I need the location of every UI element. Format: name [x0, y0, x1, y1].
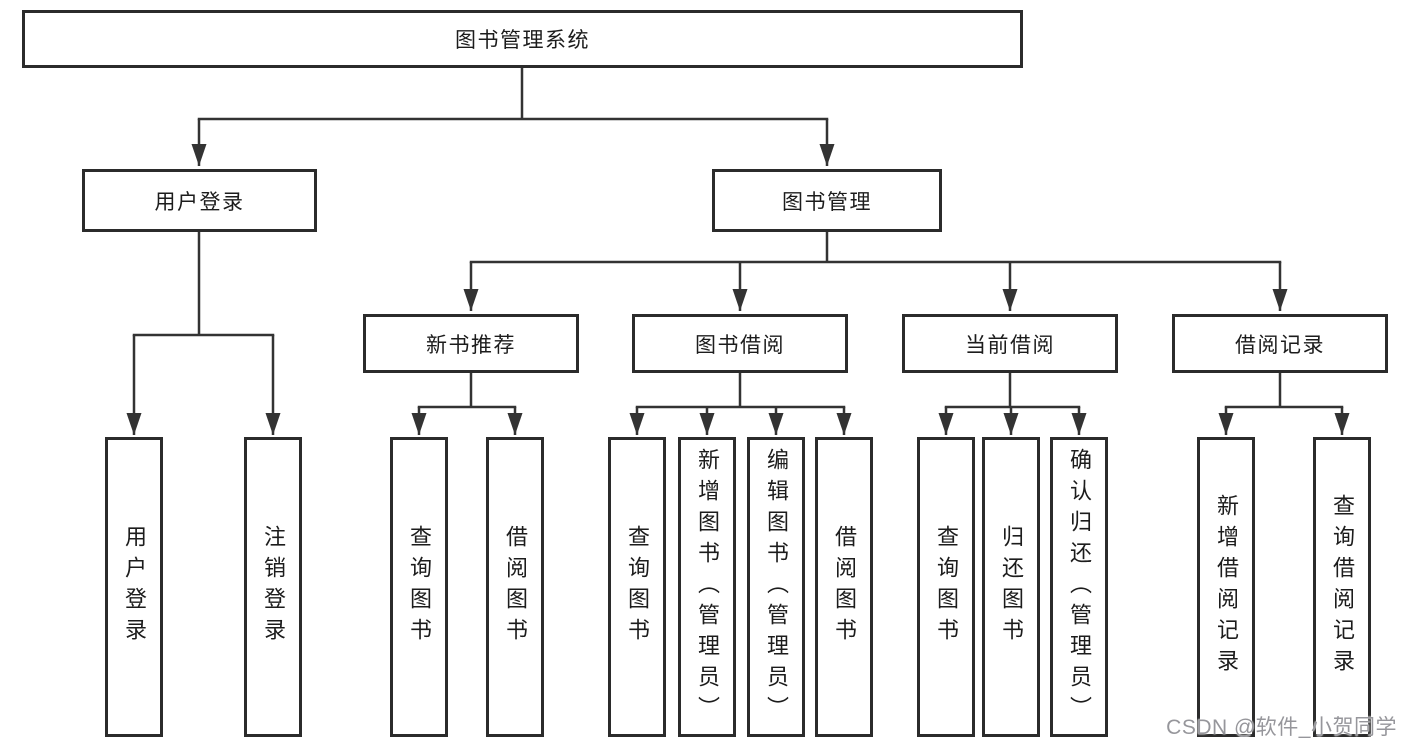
leaf-return-books: 归还图书: [982, 437, 1040, 737]
connector-root-trunk: [197, 66, 829, 121]
node-user-login: 用户登录: [82, 169, 317, 232]
leaf-confirm-return-admin: 确认归还（管理员）: [1050, 437, 1108, 737]
node-label: 借阅记录: [1235, 333, 1325, 357]
node-borrow-records: 借阅记录: [1172, 314, 1388, 373]
node-label: 新增借阅记录: [1214, 494, 1239, 680]
node-label: 查询借阅记录: [1330, 494, 1355, 680]
connector-new-book-trunk: [417, 371, 517, 409]
connector-user-login-trunk: [132, 230, 275, 337]
node-label: 查询图书: [625, 525, 650, 649]
node-book-management: 图书管理: [712, 169, 942, 232]
node-label: 注销登录: [261, 525, 286, 649]
node-new-book-recommend: 新书推荐: [363, 314, 579, 373]
node-label: 用户登录: [154, 190, 245, 214]
node-label: 当前借阅: [965, 333, 1055, 357]
node-label: 新书推荐: [426, 333, 516, 357]
leaf-query-books-borrow: 查询图书: [608, 437, 666, 737]
node-label: 图书管理系统: [455, 29, 590, 52]
leaf-add-book-admin: 新增图书（管理员）: [678, 437, 736, 737]
leaf-query-books-current: 查询图书: [917, 437, 975, 737]
node-label: 归还图书: [999, 525, 1024, 649]
leaf-borrow-books-recommend: 借阅图书: [486, 437, 544, 737]
csdn-watermark: CSDN @软件_小贺同学: [1166, 716, 1397, 739]
node-label: 用户登录: [122, 525, 147, 649]
connector-borrow-record-trunk: [1224, 371, 1344, 409]
connector-book-mgmt-trunk: [469, 230, 1282, 264]
node-label: 确认归还（管理员）: [1067, 447, 1092, 727]
node-label: 图书借阅: [695, 333, 785, 357]
node-current-borrow: 当前借阅: [902, 314, 1118, 373]
node-book-borrow: 图书借阅: [632, 314, 848, 373]
node-label: 新增图书（管理员）: [695, 447, 720, 727]
node-label: 编辑图书（管理员）: [764, 447, 789, 727]
leaf-borrow-books: 借阅图书: [815, 437, 873, 737]
node-label: 查询图书: [407, 525, 432, 649]
node-label: 借阅图书: [832, 525, 857, 649]
node-label: 查询图书: [934, 525, 959, 649]
leaf-logout: 注销登录: [244, 437, 302, 737]
leaf-user-login: 用户登录: [105, 437, 163, 737]
leaf-edit-book-admin: 编辑图书（管理员）: [747, 437, 805, 737]
node-label: 借阅图书: [503, 525, 528, 649]
node-library-management-system: 图书管理系统: [22, 10, 1023, 68]
leaf-query-books-recommend: 查询图书: [390, 437, 448, 737]
leaf-query-borrow-record: 查询借阅记录: [1313, 437, 1371, 737]
connector-book-borrow-trunk: [635, 371, 846, 409]
leaf-add-borrow-record: 新增借阅记录: [1197, 437, 1255, 737]
node-label: 图书管理: [782, 190, 872, 214]
connector-current-borrow-trunk: [944, 371, 1081, 409]
